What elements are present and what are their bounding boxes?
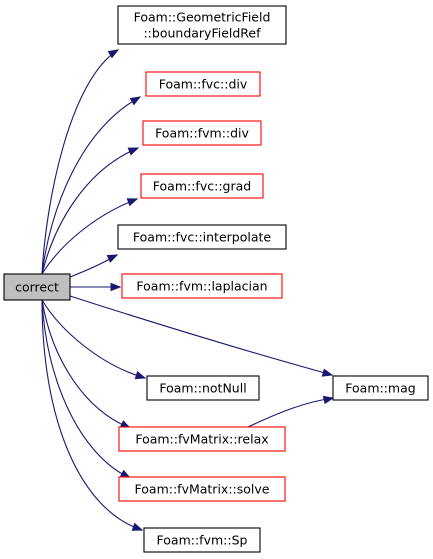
arrow-head-icon: [110, 282, 122, 292]
edge-correct-to-fvc-interpolate: [69, 254, 119, 278]
edge-correct-to-notnull: [41, 299, 147, 380]
node-label: Foam::notNull: [159, 381, 246, 396]
node-box[interactable]: [142, 120, 262, 146]
node-sp[interactable]: Foam::fvm::Sp: [143, 527, 261, 553]
node-box[interactable]: [332, 375, 429, 401]
node-box[interactable]: [3, 273, 71, 301]
node-mag[interactable]: Foam::mag: [332, 375, 429, 401]
edges-layer: [41, 49, 335, 531]
edge-correct-to-fvc-div: [41, 96, 142, 275]
edge-correct-to-relax: [41, 299, 132, 429]
edge-correct-to-fvc-grad: [41, 198, 139, 275]
node-label: Foam::fvm::Sp: [157, 533, 248, 548]
edge-correct-to-fvm-div: [41, 147, 140, 275]
node-box[interactable]: [146, 375, 260, 401]
node-box[interactable]: [140, 173, 264, 199]
node-label: Foam::mag: [345, 381, 415, 396]
node-label: Foam::fvMatrix::solve: [135, 482, 270, 497]
node-solve[interactable]: Foam::fvMatrix::solve: [118, 476, 286, 502]
arrow-head-icon: [107, 49, 120, 59]
node-fvm-div[interactable]: Foam::fvm::div: [142, 120, 262, 146]
node-label: ::boundaryFieldRef: [143, 26, 261, 41]
node-box[interactable]: [121, 273, 283, 299]
edge-correct-to-boundary: [41, 49, 120, 275]
node-fvc-div[interactable]: Foam::fvc::div: [145, 71, 261, 97]
arrow-head-icon: [134, 371, 147, 380]
edge-line: [69, 295, 333, 376]
node-box[interactable]: [145, 71, 261, 97]
edge-relax-to-mag: [247, 395, 335, 428]
node-correct[interactable]: correct: [3, 273, 71, 301]
edge-line: [41, 299, 131, 479]
node-label: Foam::fvm::laplacian: [136, 279, 267, 294]
node-relax[interactable]: Foam::fvMatrix::relax: [118, 426, 286, 452]
edge-line: [41, 299, 143, 531]
node-label: Foam::fvc::div: [159, 77, 248, 92]
node-fvm-laplacian[interactable]: Foam::fvm::laplacian: [121, 273, 283, 299]
node-box[interactable]: [118, 426, 286, 452]
edge-correct-to-sp: [41, 299, 144, 531]
node-boundary[interactable]: Foam::GeometricField::boundaryFieldRef: [117, 5, 287, 45]
node-box[interactable]: [118, 476, 286, 502]
node-label: Foam::fvMatrix::relax: [135, 432, 268, 447]
node-label: correct: [15, 280, 59, 295]
edge-line: [41, 96, 141, 275]
edge-line: [41, 49, 119, 275]
edge-correct-to-fvm-laplacian: [70, 282, 122, 292]
edge-correct-to-solve: [41, 299, 132, 479]
arrow-head-icon: [322, 395, 335, 405]
edge-line: [41, 198, 138, 275]
node-label: Foam::fvc::interpolate: [133, 230, 271, 245]
arrow-head-icon: [129, 96, 142, 106]
edge-line: [41, 299, 146, 379]
nodes-layer: correct Foam::GeometricField::boundaryFie…: [3, 5, 429, 553]
arrow-head-icon: [127, 147, 140, 156]
edge-line: [41, 147, 139, 275]
node-box[interactable]: [117, 5, 287, 45]
node-box[interactable]: [117, 224, 287, 250]
edge-correct-to-mag: [69, 295, 334, 377]
edge-line: [41, 299, 131, 429]
node-fvc-interpolate[interactable]: Foam::fvc::interpolate: [117, 224, 287, 250]
node-fvc-grad[interactable]: Foam::fvc::grad: [140, 173, 264, 199]
arrow-head-icon: [131, 522, 144, 531]
node-notnull[interactable]: Foam::notNull: [146, 375, 260, 401]
arrow-head-icon: [106, 254, 119, 263]
node-label: Foam::fvc::grad: [153, 179, 251, 194]
node-label: Foam::fvm::div: [155, 126, 249, 141]
arrow-head-icon: [126, 198, 139, 207]
node-box[interactable]: [143, 527, 261, 553]
edge-line: [247, 397, 334, 428]
arrow-head-icon: [321, 368, 334, 377]
node-label: Foam::GeometricField: [134, 10, 271, 25]
